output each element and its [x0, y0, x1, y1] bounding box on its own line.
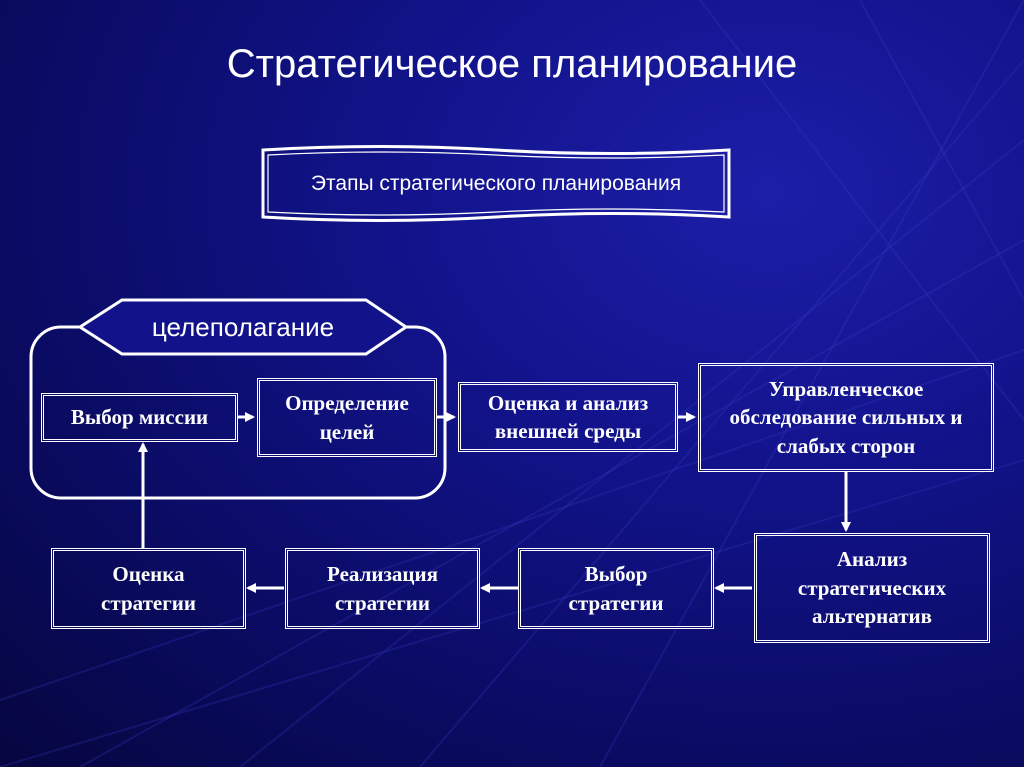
subtitle: Этапы стратегического планирования: [310, 171, 682, 195]
node-mission: Выбор миссии: [41, 393, 238, 442]
subtitle-frame: [261, 145, 731, 222]
group-label: целеполагание: [151, 311, 335, 342]
node-evaluation: Оценка стратегии: [51, 548, 246, 629]
goal-setting-hexagon: [77, 298, 409, 356]
node-swot: Управленческое обследование сильных и сл…: [698, 363, 994, 472]
node-choice: Выбор стратегии: [518, 548, 714, 629]
node-alternatives: Анализ стратегических альтернатив: [754, 533, 990, 643]
node-external: Оценка и анализ внешней среды: [458, 382, 678, 452]
node-implementation: Реализация стратегии: [285, 548, 480, 629]
node-goals: Определение целей: [257, 378, 437, 457]
slide-title: Стратегическое планирование: [226, 42, 798, 86]
